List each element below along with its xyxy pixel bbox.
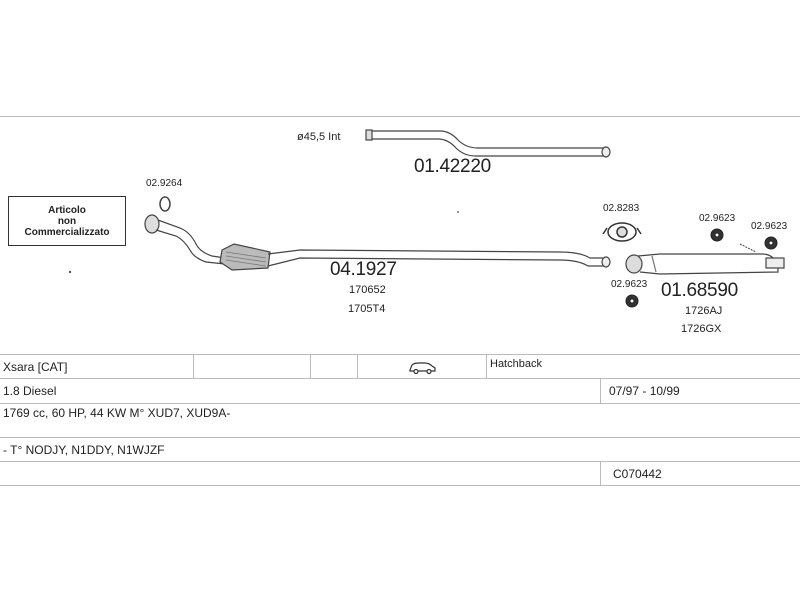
table-row-model: Xsara [CAT] Hatchback <box>0 354 800 379</box>
rear-silencer-ref2-label: 1726GX <box>681 323 722 335</box>
types-cell: - T° NODJY, N1DDY, N1WJZF <box>3 442 165 457</box>
table-row-engine: 1.8 Diesel 07/97 - 10/99 <box>0 379 800 404</box>
clamp-code-label: 02.8283 <box>603 203 640 214</box>
hanger-code-a-label: 02.9623 <box>699 213 736 224</box>
hanger-code-c-label: 02.9623 <box>611 279 648 290</box>
model-cell: Xsara [CAT] <box>3 359 68 374</box>
tailpipe-code-label: 01.42220 <box>414 156 491 177</box>
hanger-part-b[interactable] <box>739 236 778 253</box>
table-row-catalog: C070442 <box>0 462 800 486</box>
tailpipe-part[interactable] <box>365 129 611 158</box>
rear-silencer-part[interactable] <box>625 253 785 275</box>
not-sold-notice: Articolo non Commercializzato <box>8 196 126 246</box>
engine-cell: 1.8 Diesel <box>3 384 57 398</box>
specs-cell: 1769 cc, 60 HP, 44 KW M° XUD7, XUD9A- <box>3 406 231 420</box>
catalog-code-cell: C070442 <box>600 462 800 485</box>
empty-cell-1 <box>193 355 310 378</box>
table-row-specs: 1769 cc, 60 HP, 44 KW M° XUD7, XUD9A- <box>0 404 800 438</box>
years-cell: 07/97 - 10/99 <box>600 379 800 403</box>
hanger-part-c[interactable] <box>625 294 639 308</box>
middle-pipe-ref1-label: 170652 <box>349 284 386 296</box>
body-type-cell <box>357 355 486 378</box>
hanger-code-b-label: 02.9623 <box>751 221 788 232</box>
empty-cell-3 <box>0 462 600 485</box>
tailpipe-spec-label: ø45,5 Int <box>297 131 341 143</box>
front-clamp-code-label: 02.9264 <box>146 178 183 189</box>
not-sold-line-1: Articolo <box>48 204 86 216</box>
table-row-types: - T° NODJY, N1DDY, N1WJZF <box>0 438 800 462</box>
clamp-part[interactable] <box>602 222 642 242</box>
not-sold-line-3: Commercializzato <box>24 226 110 238</box>
middle-pipe-part[interactable] <box>144 214 611 271</box>
not-sold-line-2: non <box>57 215 77 227</box>
hanger-part-a[interactable] <box>710 228 724 242</box>
car-icon <box>409 361 436 374</box>
body-cell: Hatchback <box>486 355 800 378</box>
rear-silencer-code-label: 01.68590 <box>661 280 738 301</box>
rear-silencer-ref1-label: 1726AJ <box>685 305 723 317</box>
empty-cell-2 <box>310 355 357 378</box>
front-clamp-part[interactable] <box>159 196 171 212</box>
middle-pipe-code-label: 04.1927 <box>330 259 397 280</box>
middle-pipe-ref2-label: 1705T4 <box>348 303 386 315</box>
top-divider <box>0 116 800 117</box>
